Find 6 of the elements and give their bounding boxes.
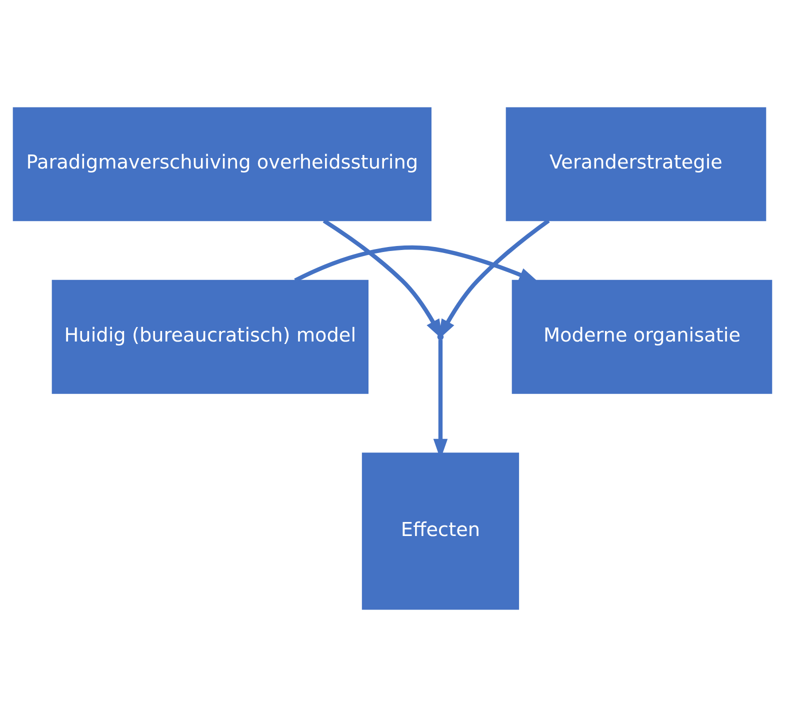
node-box: Paradigmaverschuiving overheidssturing — [12, 106, 432, 221]
node-box: Moderne organisatie — [512, 279, 772, 394]
node-box: Veranderstrategie — [506, 106, 766, 221]
arrow — [294, 244, 540, 282]
node-box: Huidig (bureaucratisch) model — [52, 279, 369, 394]
node-box: Effecten — [362, 452, 520, 610]
